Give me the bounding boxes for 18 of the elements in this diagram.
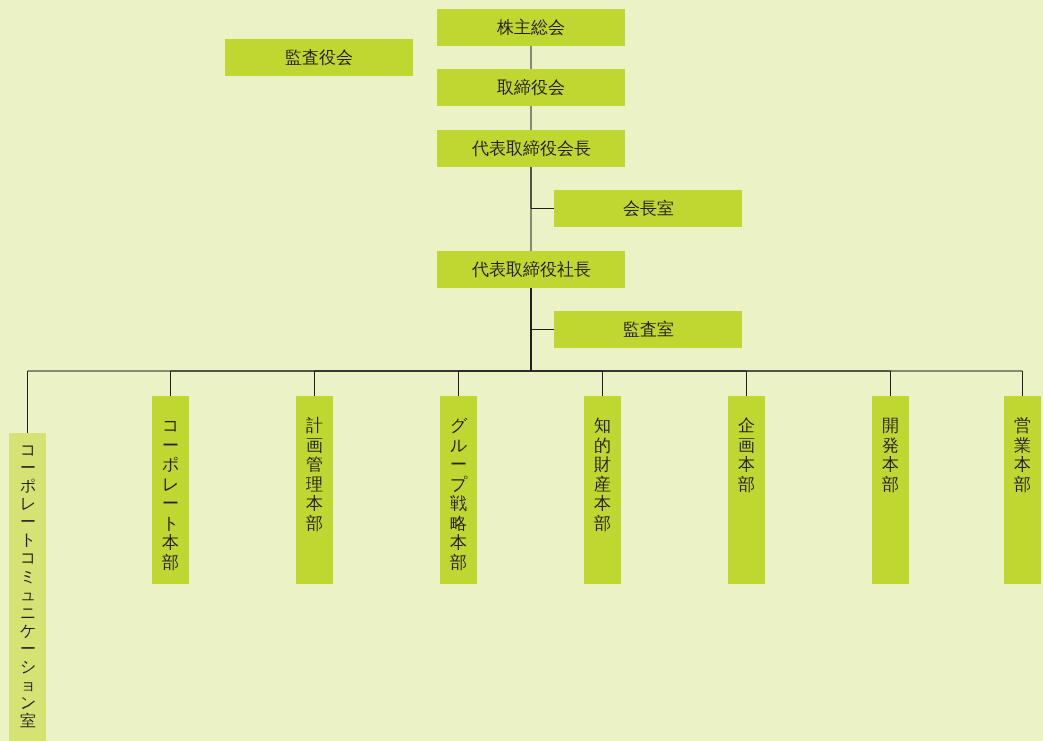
org-box: 会長室 xyxy=(554,190,742,227)
org-box: 企画本部 xyxy=(728,396,765,584)
org-box: コーポレートコミュニケーション室 xyxy=(9,433,46,741)
org-box: 知的財産本部 xyxy=(584,396,621,584)
org-box: 取締役会 xyxy=(437,69,625,106)
connector-line xyxy=(530,105,532,131)
org-box: 株主総会 xyxy=(437,9,625,46)
connector-line xyxy=(530,45,532,70)
org-box: 監査室 xyxy=(554,311,742,348)
org-box: 営業本部 xyxy=(1004,396,1041,584)
org-box: 代表取締役会長 xyxy=(437,130,625,167)
org-box: 監査役会 xyxy=(225,39,413,76)
connector-line xyxy=(530,166,555,209)
org-box: コーポレート本部 xyxy=(152,396,189,584)
org-box: 計画管理本部 xyxy=(296,396,333,584)
org-box: 代表取締役社長 xyxy=(437,251,625,288)
org-box: グループ戦略本部 xyxy=(440,396,477,584)
org-box: 開発本部 xyxy=(872,396,909,584)
